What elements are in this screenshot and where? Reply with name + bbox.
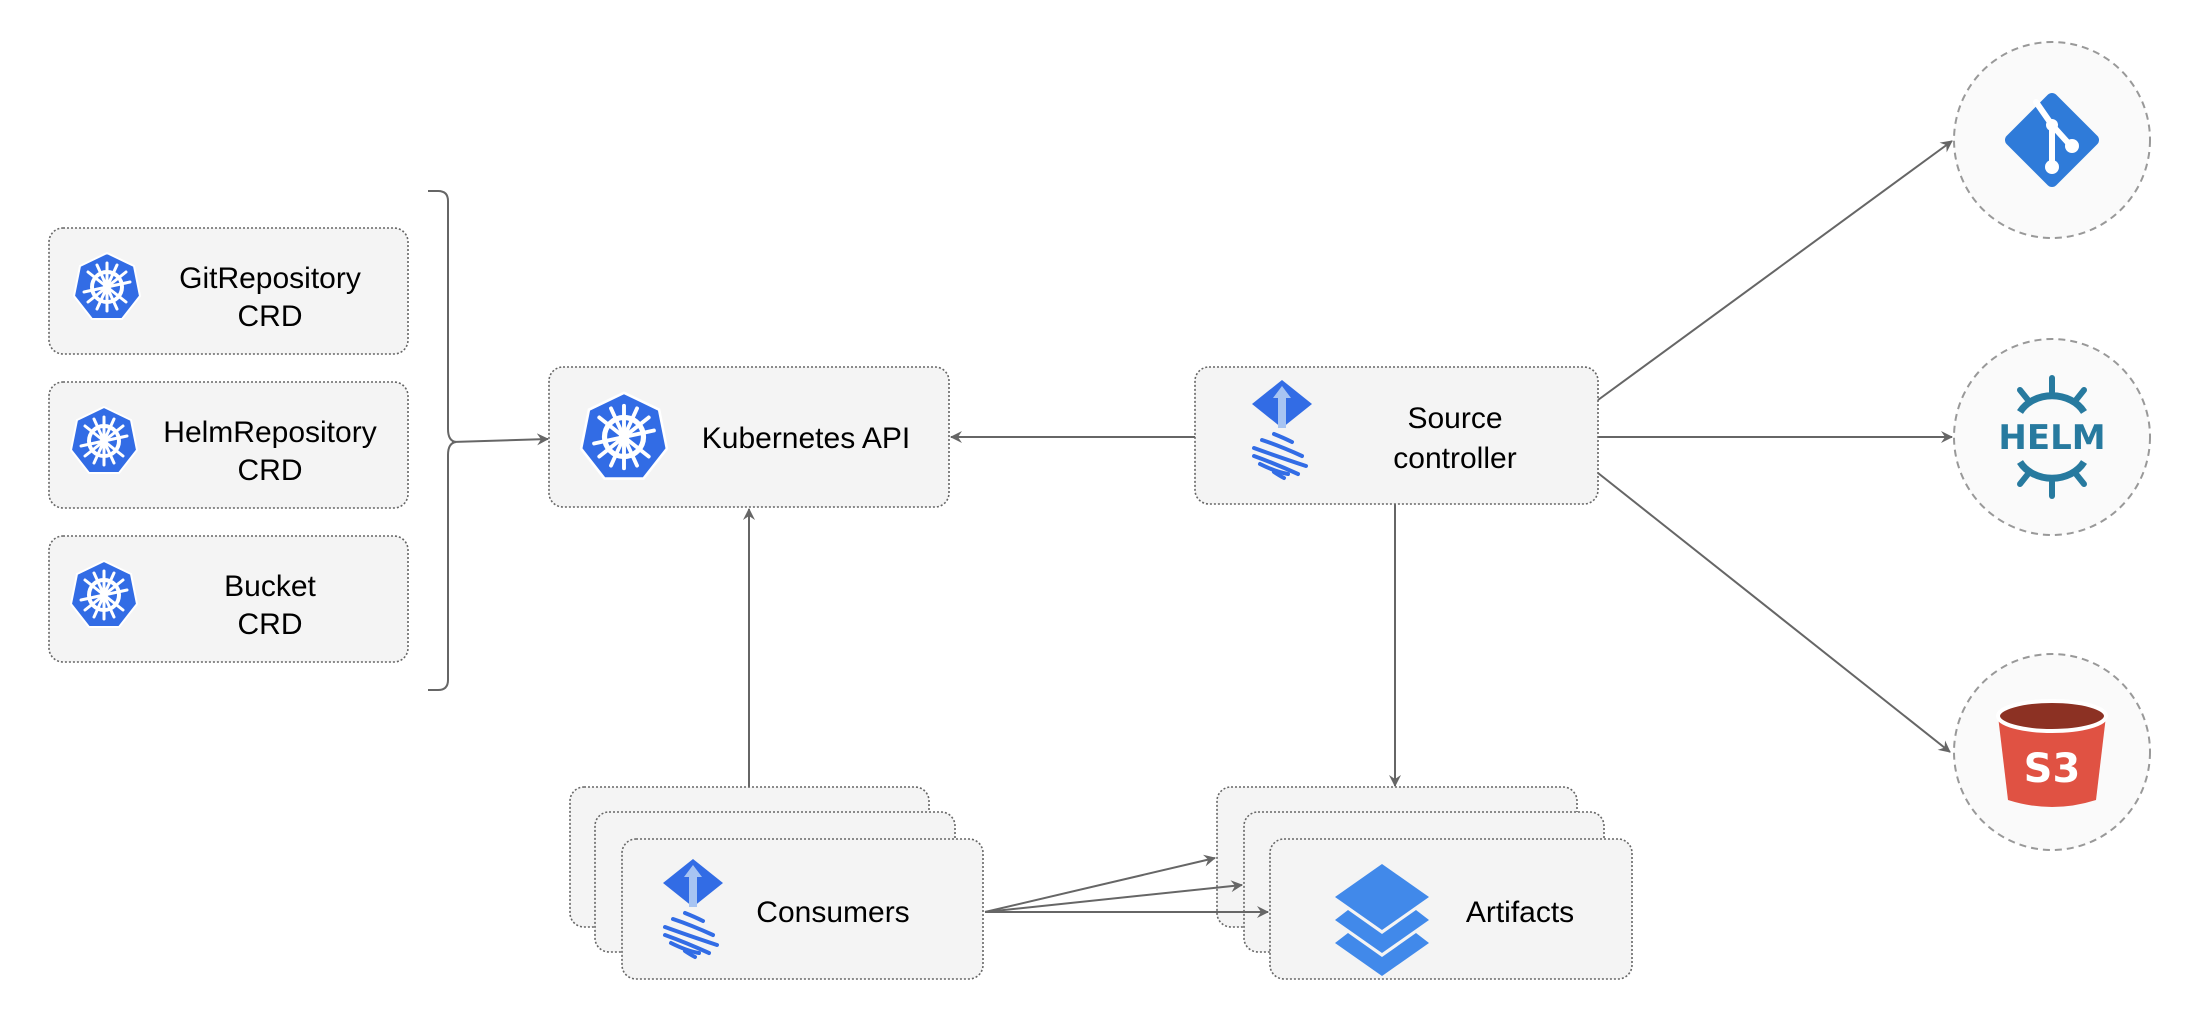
crd-helmrepository[interactable]: HelmRepository CRD (48, 381, 409, 509)
helm-icon: HELM (1998, 375, 2106, 499)
source-controller-label-line2: controller (1393, 442, 1516, 475)
consumers-node[interactable]: Consumers (569, 786, 984, 980)
s3-bucket-icon: S3 (1996, 699, 2108, 807)
helm-source[interactable]: HELM (1953, 338, 2151, 536)
crd-gitrepository[interactable]: GitRepository CRD (48, 227, 409, 355)
crd-label: GitRepository (179, 262, 361, 295)
source-controller-node[interactable]: Source controller (1194, 366, 1599, 505)
git-source[interactable] (1953, 41, 2151, 239)
crd-label: HelmRepository (163, 416, 376, 449)
edge-controller-to-git (1597, 140, 1953, 401)
crd-bucket[interactable]: Bucket CRD (48, 535, 409, 663)
crd-sublabel: CRD (238, 608, 303, 641)
s3-source[interactable]: S3 (1953, 653, 2151, 851)
kubernetes-api-label: Kubernetes API (702, 422, 910, 455)
crd-sublabel: CRD (238, 454, 303, 487)
edge-controller-to-s3 (1597, 472, 1951, 753)
source-controller-label-line1: Source (1407, 402, 1502, 435)
crd-sublabel: CRD (238, 300, 303, 333)
kubernetes-api-node[interactable]: Kubernetes API (548, 366, 950, 508)
artifacts-label: Artifacts (1466, 896, 1574, 929)
grouping-brace (428, 190, 457, 691)
consumers-label: Consumers (756, 896, 909, 929)
layers-icon (1335, 864, 1429, 976)
edge-consumers-to-artifacts (984, 854, 1216, 913)
crd-label: Bucket (224, 570, 316, 603)
s3-logo-text: S3 (2024, 746, 2081, 792)
edge-crds-to-api (451, 433, 549, 446)
edge-consumers-to-artifacts (984, 880, 1243, 913)
artifacts-node[interactable]: Artifacts (1216, 786, 1633, 980)
git-icon (2004, 92, 2100, 188)
helm-logo-text: HELM (1998, 418, 2105, 458)
